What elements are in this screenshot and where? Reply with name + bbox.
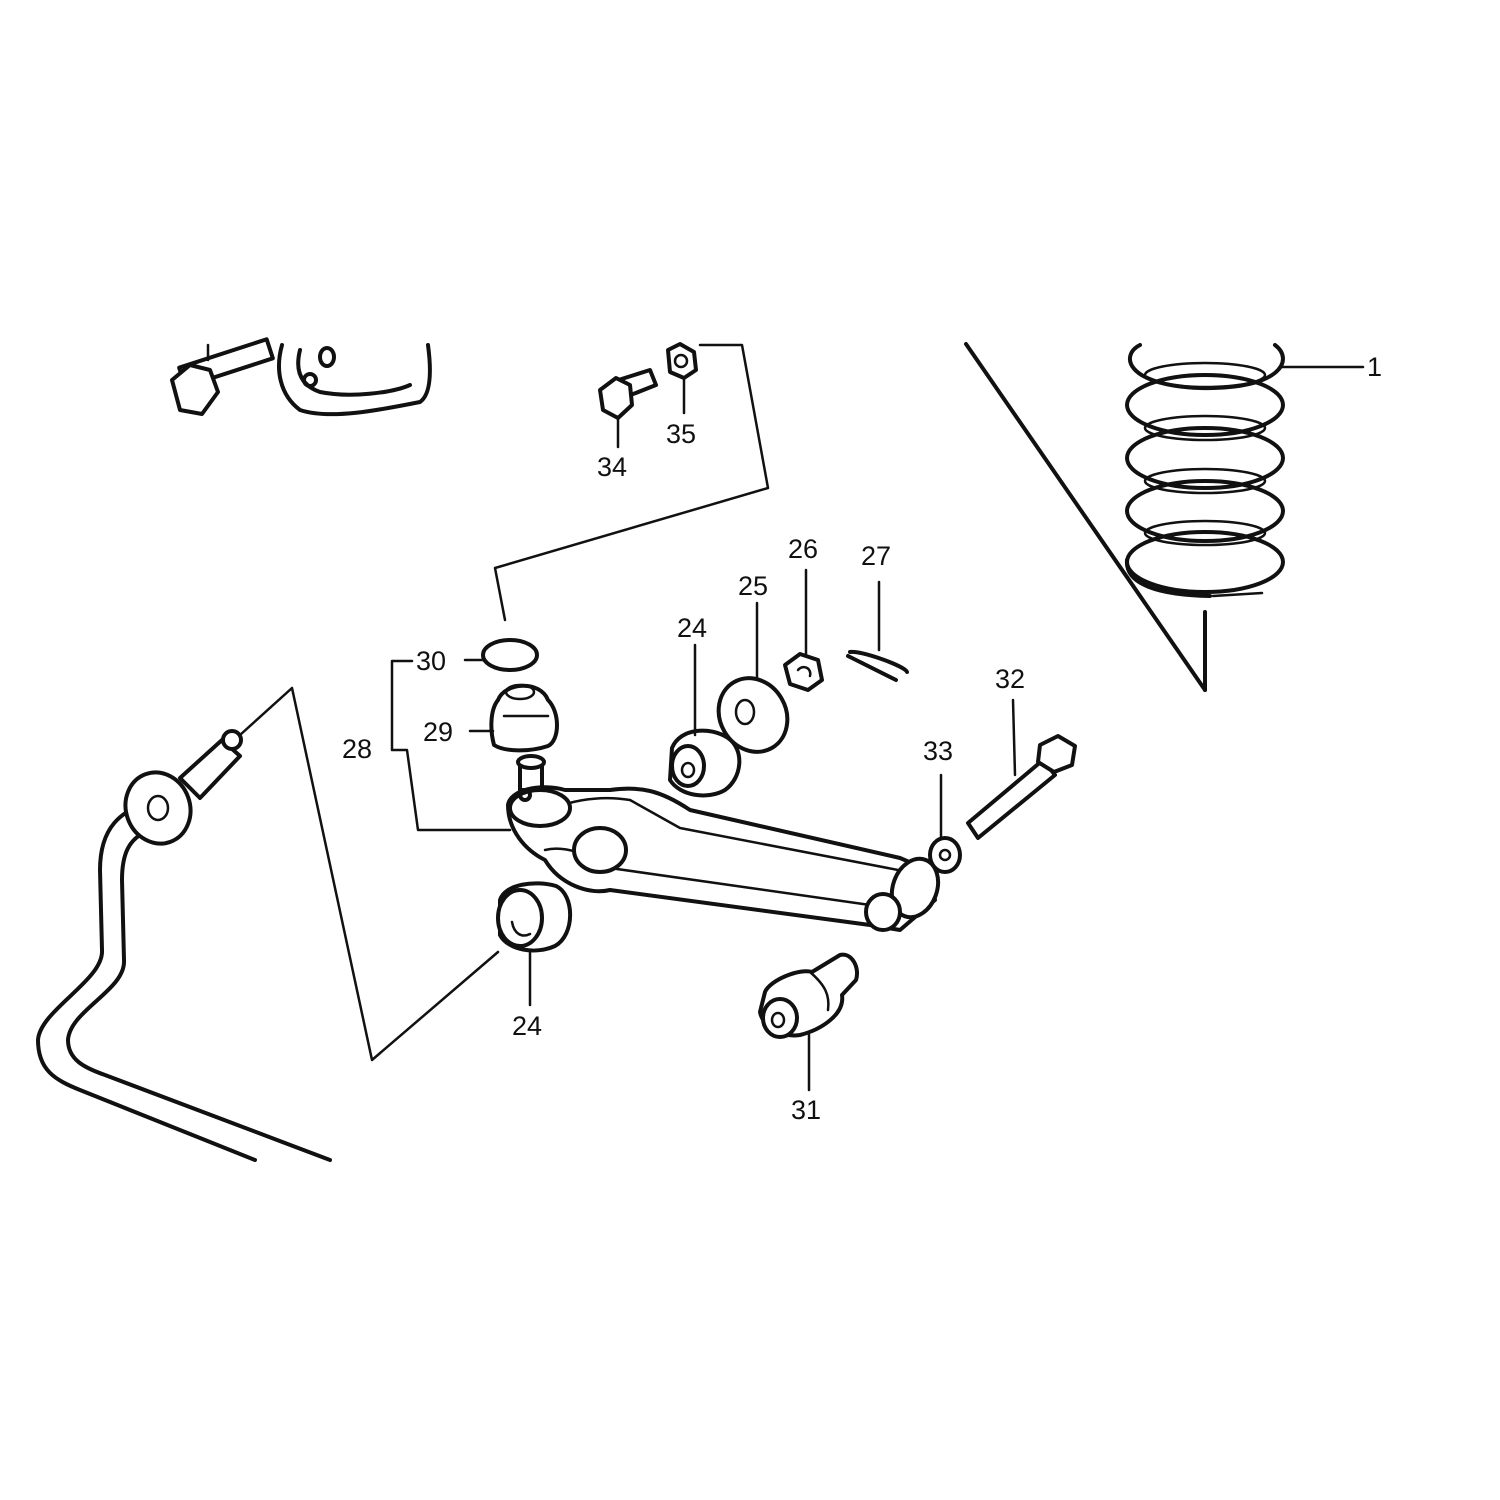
callout-35: 35 <box>666 419 696 449</box>
coil-spring <box>964 342 1285 692</box>
callout-31: 31 <box>791 1095 821 1125</box>
callouts: 1 24 24 25 26 27 28 29 30 31 32 33 34 35 <box>342 352 1382 1125</box>
bolt-34 <box>598 368 658 420</box>
bolt-32 <box>966 734 1077 840</box>
bushing-24-lower <box>496 881 573 953</box>
callout-28: 28 <box>342 734 372 764</box>
callout-27: 27 <box>861 541 891 571</box>
callout-29: 29 <box>423 717 453 747</box>
snap-ring-30 <box>463 638 539 672</box>
bump-stop-31 <box>758 952 859 1039</box>
callout-25: 25 <box>738 571 768 601</box>
washer-33 <box>928 836 962 874</box>
nut-35 <box>666 342 698 380</box>
callout-33: 33 <box>923 736 953 766</box>
callout-34: 34 <box>597 452 627 482</box>
upper-bolt-and-bracket <box>170 337 432 417</box>
bracket-28 <box>390 659 512 832</box>
leader-lines <box>528 365 1365 1092</box>
bushing-24-upper <box>668 728 742 798</box>
cotter-pin-27 <box>846 649 909 682</box>
callout-26: 26 <box>788 534 818 564</box>
washer-25 <box>716 676 790 754</box>
lower-control-arm <box>506 785 941 932</box>
assembly-leader <box>493 343 770 622</box>
callout-32: 32 <box>995 664 1025 694</box>
callout-24b: 24 <box>512 1011 542 1041</box>
castle-nut-26 <box>783 652 824 692</box>
stabilizer-bar <box>36 686 500 1162</box>
callout-1: 1 <box>1367 352 1382 382</box>
ball-joint-boot-29 <box>468 683 559 753</box>
callout-24a: 24 <box>677 613 707 643</box>
callout-30: 30 <box>416 646 446 676</box>
ball-joint-stud <box>516 754 546 792</box>
